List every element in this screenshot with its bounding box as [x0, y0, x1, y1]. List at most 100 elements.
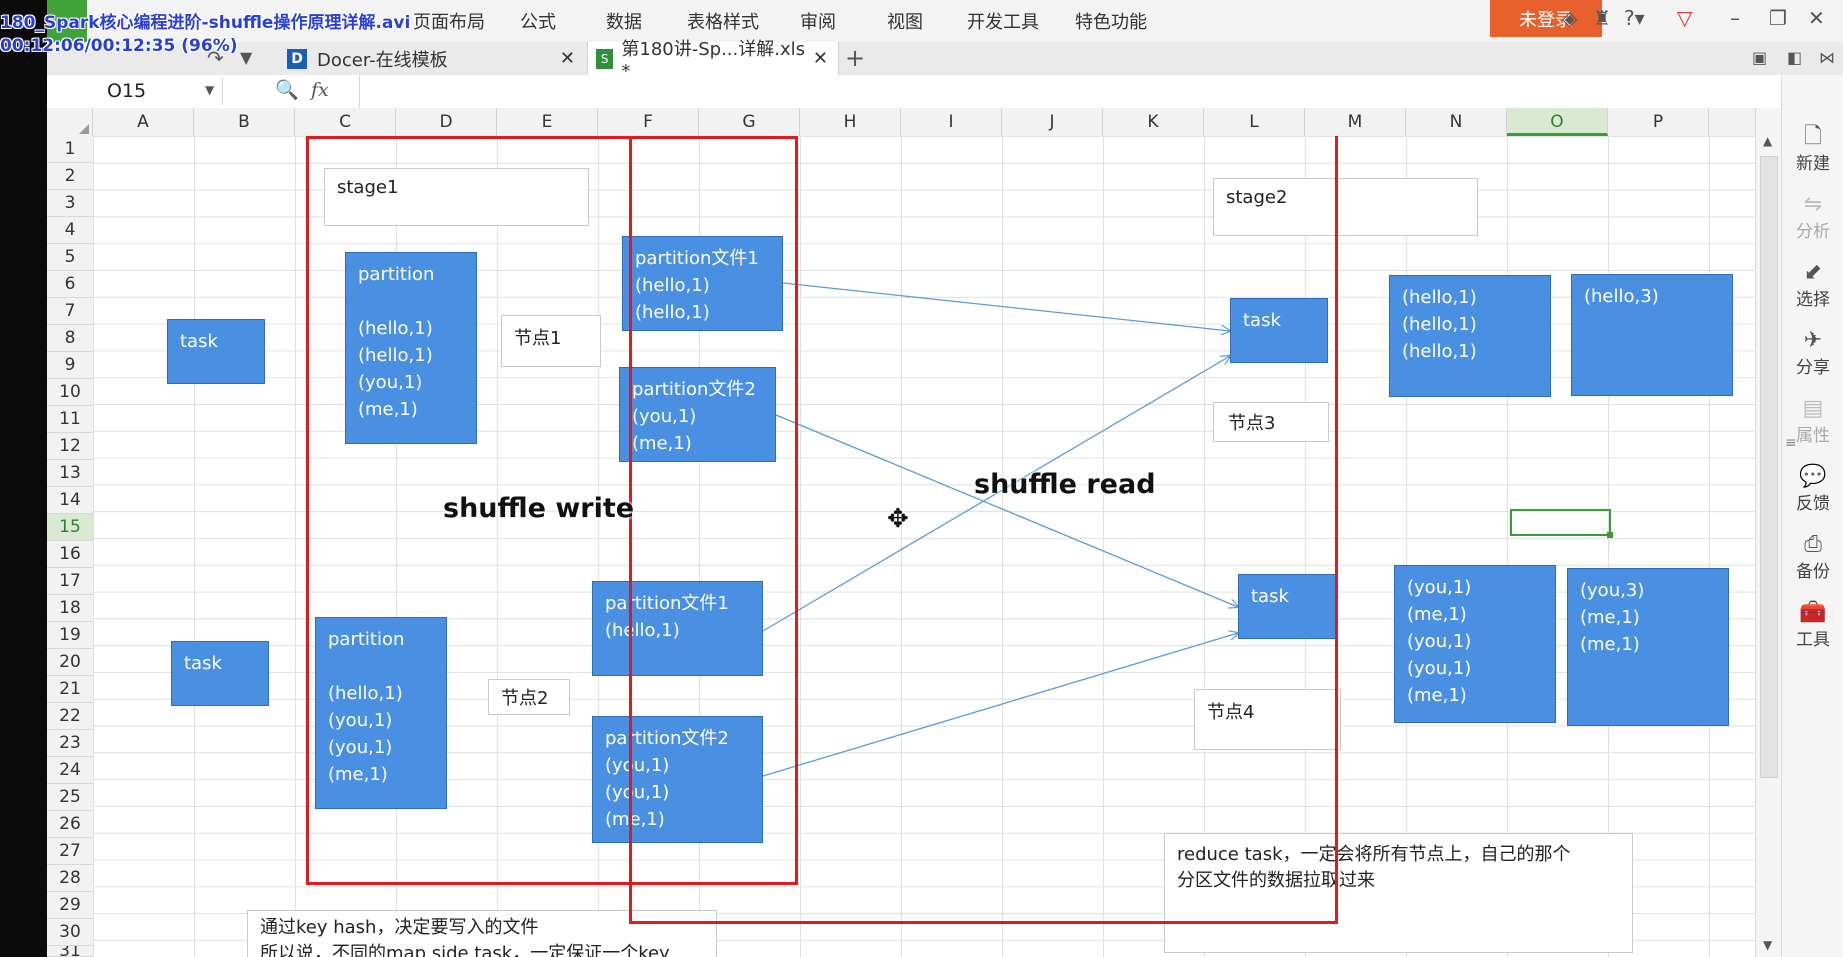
tab-tool-icon-2[interactable]: ◧	[1787, 48, 1803, 67]
menu-developer[interactable]: 开发工具	[967, 12, 1039, 33]
shield-dropdown-icon[interactable]: ▽	[1677, 6, 1693, 30]
key-hash-note[interactable]: 通过key hash，决定要写入的文件 所以说，不同的map side task…	[247, 910, 717, 957]
chevron-down-icon[interactable]: ▼	[240, 48, 253, 67]
scroll-up-arrow-icon[interactable]: ▲	[1763, 134, 1773, 148]
row-header-19[interactable]: 19	[47, 622, 93, 649]
sidebar-new[interactable]: 🗋新建	[1782, 125, 1843, 175]
row-header-7[interactable]: 7	[47, 298, 93, 325]
scroll-thumb[interactable]	[1760, 156, 1778, 778]
row-header-24[interactable]: 24	[47, 757, 93, 784]
row-header-15[interactable]: 15	[47, 514, 93, 541]
row-header-27[interactable]: 27	[47, 838, 93, 865]
menu-table-style[interactable]: 表格样式	[687, 12, 759, 33]
column-header-k[interactable]: K	[1103, 108, 1204, 136]
node1-label[interactable]: 节点1	[501, 315, 601, 367]
partition-box-1[interactable]: partition (hello,1) (hello,1) (you,1) (m…	[345, 252, 477, 444]
menu-features[interactable]: 特色功能	[1075, 12, 1147, 33]
row-header-18[interactable]: 18	[47, 595, 93, 622]
fx-function-icon[interactable]: fx	[311, 79, 329, 101]
stage2-label[interactable]: stage2	[1213, 178, 1478, 236]
result-box-4[interactable]: (you,3) (me,1) (me,1)	[1567, 568, 1729, 726]
row-header-2[interactable]: 2	[47, 163, 93, 190]
row-header-10[interactable]: 10	[47, 379, 93, 406]
restore-icon[interactable]: ❐	[1769, 6, 1787, 30]
row-header-21[interactable]: 21	[47, 676, 93, 703]
menu-data[interactable]: 数据	[606, 12, 642, 33]
partition-box-2[interactable]: partition (hello,1) (you,1) (you,1) (me,…	[315, 617, 447, 809]
fill-handle[interactable]	[1607, 532, 1613, 538]
row-header-9[interactable]: 9	[47, 352, 93, 379]
stage1-label[interactable]: stage1	[324, 168, 589, 226]
formula-input[interactable]	[359, 75, 1780, 108]
help-icon[interactable]: ?▾	[1624, 6, 1645, 30]
node2-label[interactable]: 节点2	[488, 679, 570, 715]
skin-icon[interactable]: ◈	[1562, 6, 1578, 30]
row-header-8[interactable]: 8	[47, 325, 93, 352]
minimize-icon[interactable]: –	[1730, 6, 1740, 30]
sidebar-select[interactable]: ⬋选择	[1782, 261, 1843, 311]
row-header-29[interactable]: 29	[47, 892, 93, 919]
row-header-6[interactable]: 6	[47, 271, 93, 298]
close-icon[interactable]: ✕	[1808, 6, 1825, 30]
row-header-11[interactable]: 11	[47, 406, 93, 433]
row-header-17[interactable]: 17	[47, 568, 93, 595]
sidebar-properties[interactable]: ▤属性	[1782, 397, 1843, 447]
tab-spreadsheet[interactable]: S 第180讲-Sp...详解.xls * ✕	[587, 39, 839, 82]
sidebar-analyze[interactable]: ⇋分析	[1782, 193, 1843, 243]
column-header-f[interactable]: F	[598, 108, 699, 136]
row-header-31[interactable]: 31	[47, 946, 93, 957]
sidebar-backup[interactable]: ⎙备份	[1782, 533, 1843, 583]
redo-icon[interactable]: ↷	[207, 46, 224, 70]
node4-label[interactable]: 节点4	[1194, 689, 1341, 750]
column-header-o[interactable]: O	[1507, 108, 1608, 136]
task-box-2[interactable]: task	[171, 641, 269, 706]
selected-cell-o15[interactable]	[1510, 509, 1613, 538]
row-header-23[interactable]: 23	[47, 730, 93, 757]
new-tab-plus-icon[interactable]: +	[845, 44, 866, 72]
menu-review[interactable]: 审阅	[800, 12, 836, 33]
tab-tool-icon-1[interactable]: ▣	[1752, 48, 1768, 67]
select-all-corner[interactable]	[47, 108, 93, 136]
result-box-2[interactable]: (hello,3)	[1571, 274, 1733, 396]
column-header-l[interactable]: L	[1204, 108, 1305, 136]
reduce-task-note[interactable]: reduce task，一定会将所有节点上，自己的那个 分区文件的数据拉取过来	[1164, 833, 1633, 953]
sidebar-tools[interactable]: 🧰工具	[1782, 601, 1843, 651]
row-header-13[interactable]: 13	[47, 460, 93, 487]
login-button[interactable]: 未登录	[1490, 0, 1602, 37]
name-box[interactable]: O15 ▼	[47, 77, 223, 105]
row-header-3[interactable]: 3	[47, 190, 93, 217]
scroll-down-arrow-icon[interactable]: ▼	[1763, 938, 1773, 952]
row-header-30[interactable]: 30	[47, 919, 93, 946]
vertical-scrollbar[interactable]: ▲ ▼	[1755, 108, 1782, 957]
menu-formula[interactable]: 公式	[520, 12, 556, 33]
menu-page-layout[interactable]: 页面布局	[413, 12, 485, 33]
task-box-1[interactable]: task	[167, 319, 265, 384]
partition-file-box-2[interactable]: partition文件2 (you,1) (me,1)	[619, 367, 776, 462]
column-header-e[interactable]: E	[497, 108, 598, 136]
chevron-down-icon[interactable]: ▼	[205, 83, 215, 97]
column-header-i[interactable]: I	[901, 108, 1002, 136]
column-header-j[interactable]: J	[1002, 108, 1103, 136]
zoom-search-icon[interactable]: 🔍	[275, 79, 299, 101]
column-header-m[interactable]: M	[1305, 108, 1406, 136]
column-header-n[interactable]: N	[1406, 108, 1507, 136]
result-box-3[interactable]: (you,1) (me,1) (you,1) (you,1) (me,1)	[1394, 565, 1556, 723]
sidebar-share[interactable]: ✈分享	[1782, 329, 1843, 379]
row-header-1[interactable]: 1	[47, 136, 93, 163]
app-logo[interactable]	[47, 0, 87, 42]
sidebar-feedback[interactable]: 💬反馈	[1782, 465, 1843, 515]
tab-close-icon[interactable]: ✕	[812, 48, 828, 69]
row-header-28[interactable]: 28	[47, 865, 93, 892]
partition-file-box-4[interactable]: partition文件2 (you,1) (you,1) (me,1)	[592, 716, 763, 843]
worksheet-grid[interactable]: stage1 stage2 task task partition (hello…	[93, 136, 1755, 957]
shirt-icon[interactable]: ♜	[1593, 6, 1611, 30]
column-header-g[interactable]: G	[699, 108, 800, 136]
tab-tool-icon-3[interactable]: ⋈	[1819, 48, 1835, 67]
row-header-25[interactable]: 25	[47, 784, 93, 811]
tab-close-icon[interactable]: ✕	[559, 48, 575, 69]
row-header-20[interactable]: 20	[47, 649, 93, 676]
row-header-14[interactable]: 14	[47, 487, 93, 514]
partition-file-box-3[interactable]: partition文件1 (hello,1)	[592, 581, 763, 676]
column-header-c[interactable]: C	[295, 108, 396, 136]
row-header-26[interactable]: 26	[47, 811, 93, 838]
